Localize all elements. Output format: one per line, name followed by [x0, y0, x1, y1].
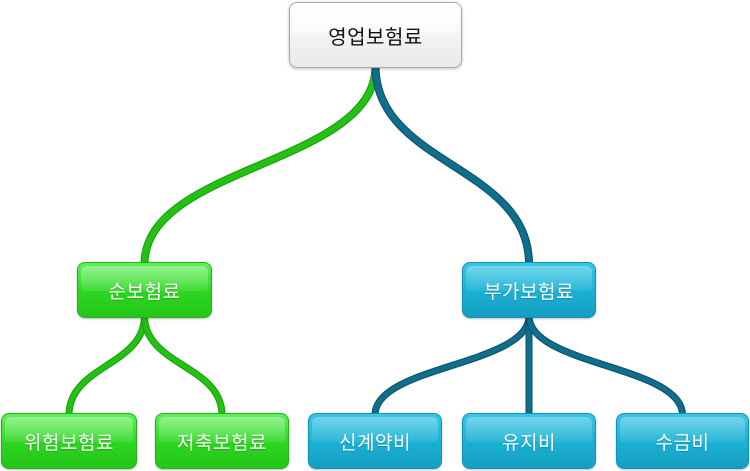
node-loading-premium[interactable]: 부가보험료: [462, 262, 596, 318]
node-collection-cost-label: 수금비: [655, 431, 710, 454]
node-acquisition-cost[interactable]: 신계약비: [308, 413, 442, 469]
node-saving-premium-label: 저축보험료: [177, 431, 267, 454]
connector-root-to-pure-premium: [141, 63, 379, 267]
root-node-label: 영업보험료: [328, 24, 423, 49]
connector-loading-to-collection-cost: [526, 313, 685, 418]
connector-pure-to-saving-premium: [142, 313, 225, 418]
node-pure-premium-label: 순보험료: [108, 280, 181, 303]
node-collection-cost[interactable]: 수금비: [616, 413, 749, 469]
node-acquisition-cost-label: 신계약비: [339, 431, 411, 454]
root-node-commercial-premium[interactable]: 영업보험료: [289, 2, 462, 68]
node-pure-premium[interactable]: 순보험료: [77, 262, 212, 318]
node-risk-premium-label: 위험보험료: [24, 431, 114, 454]
connector-root-to-loading-premium: [372, 63, 532, 267]
connector-loading-to-acquisition-cost: [372, 313, 532, 418]
connector-pure-to-risk-premium: [66, 313, 147, 418]
node-loading-premium-label: 부가보험료: [484, 280, 574, 303]
node-maintenance-cost-label: 유지비: [502, 431, 556, 454]
node-risk-premium[interactable]: 위험보험료: [1, 413, 137, 469]
node-maintenance-cost[interactable]: 유지비: [462, 413, 596, 469]
node-saving-premium[interactable]: 저축보험료: [155, 413, 289, 469]
